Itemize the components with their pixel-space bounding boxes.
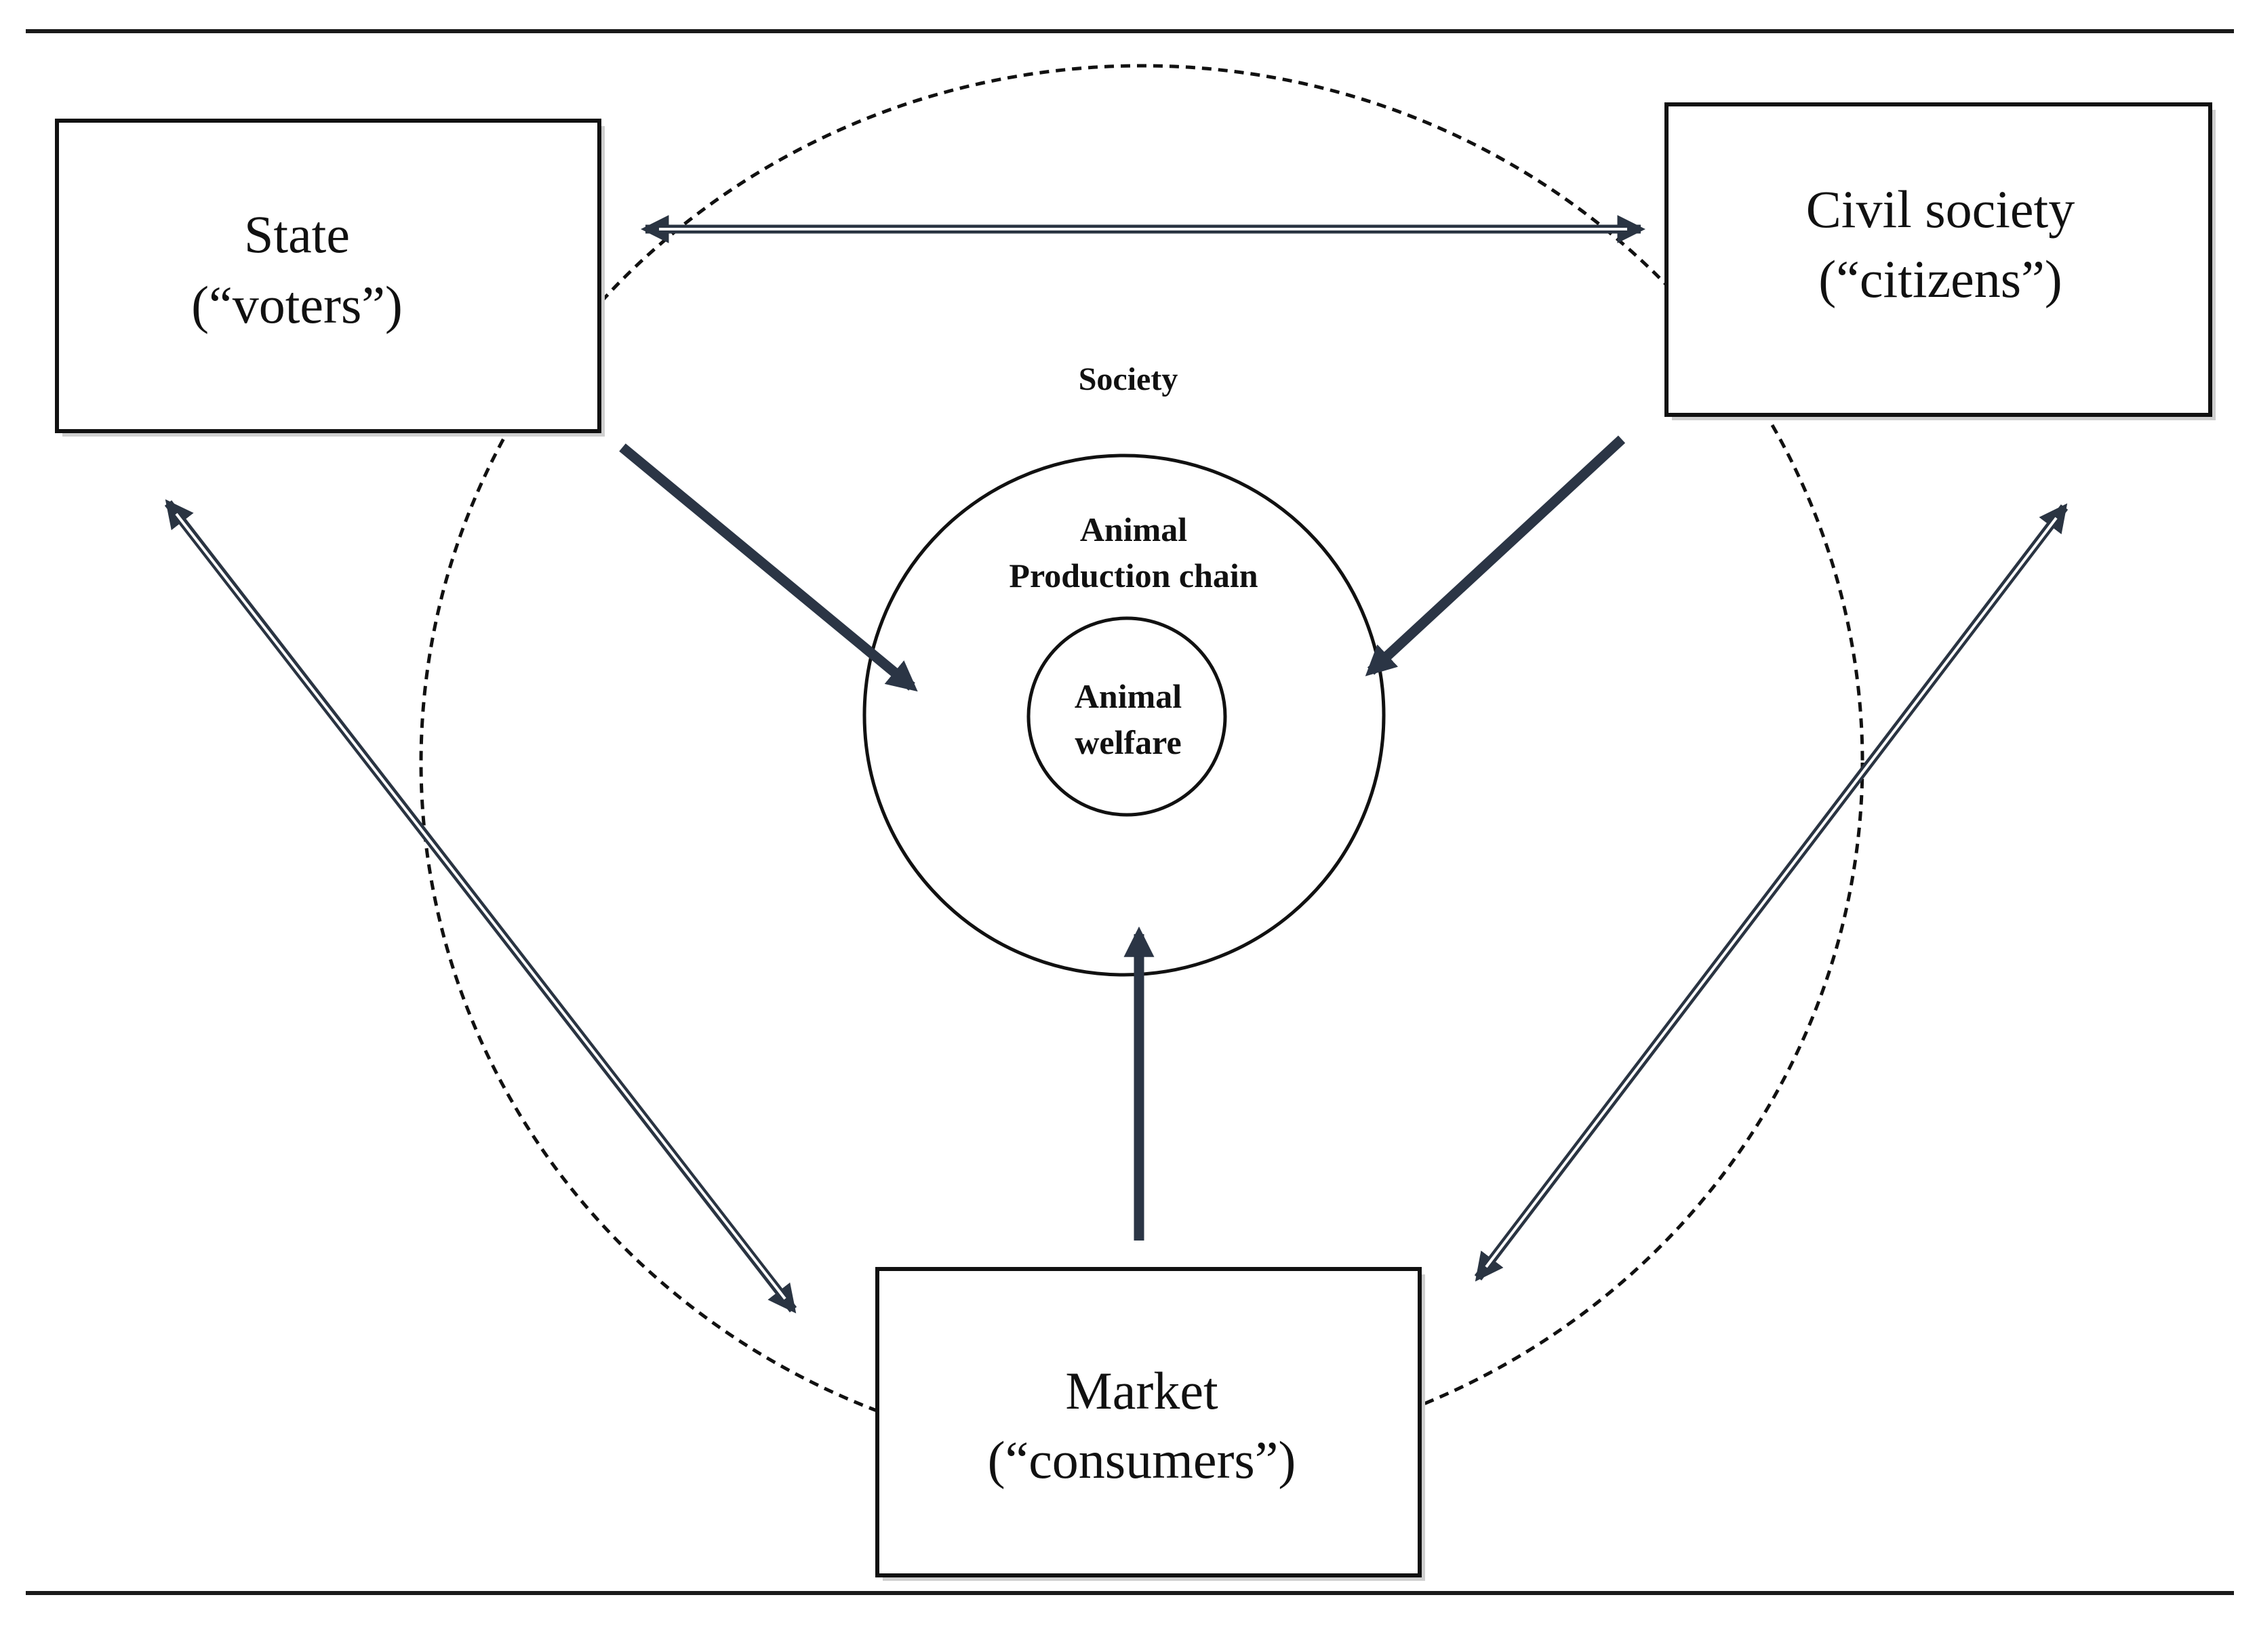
production-chain-ring — [862, 454, 1386, 977]
welfare-label-line2: welfare — [1075, 723, 1181, 761]
market-title: Market — [1065, 1361, 1218, 1420]
market-box: Market (“consumers”) — [875, 1267, 1425, 1581]
civil-society-title: Civil society — [1806, 180, 2075, 239]
state-subtitle: (“voters”) — [191, 275, 403, 334]
civil-to-chain-arrow — [1365, 435, 1626, 677]
welfare-label-line1: Animal — [1075, 677, 1182, 715]
civil-market-arrow — [1474, 503, 2069, 1282]
welfare-ring — [1026, 616, 1227, 817]
state-title: State — [244, 205, 350, 264]
state-box: State (“voters”) — [55, 119, 605, 437]
chain-label-line1: Animal — [1080, 510, 1187, 548]
state-to-chain-arrow — [619, 443, 918, 692]
society-ring — [419, 64, 1864, 1462]
society-label: Society — [1079, 361, 1178, 397]
civil-society-box: Civil society (“citizens”) — [1664, 102, 2216, 420]
state-market-arrow — [164, 499, 797, 1314]
civil-society-subtitle: (“citizens”) — [1818, 249, 2062, 308]
chain-label-line2: Production chain — [1009, 557, 1258, 595]
market-subtitle: (“consumers”) — [988, 1430, 1296, 1489]
